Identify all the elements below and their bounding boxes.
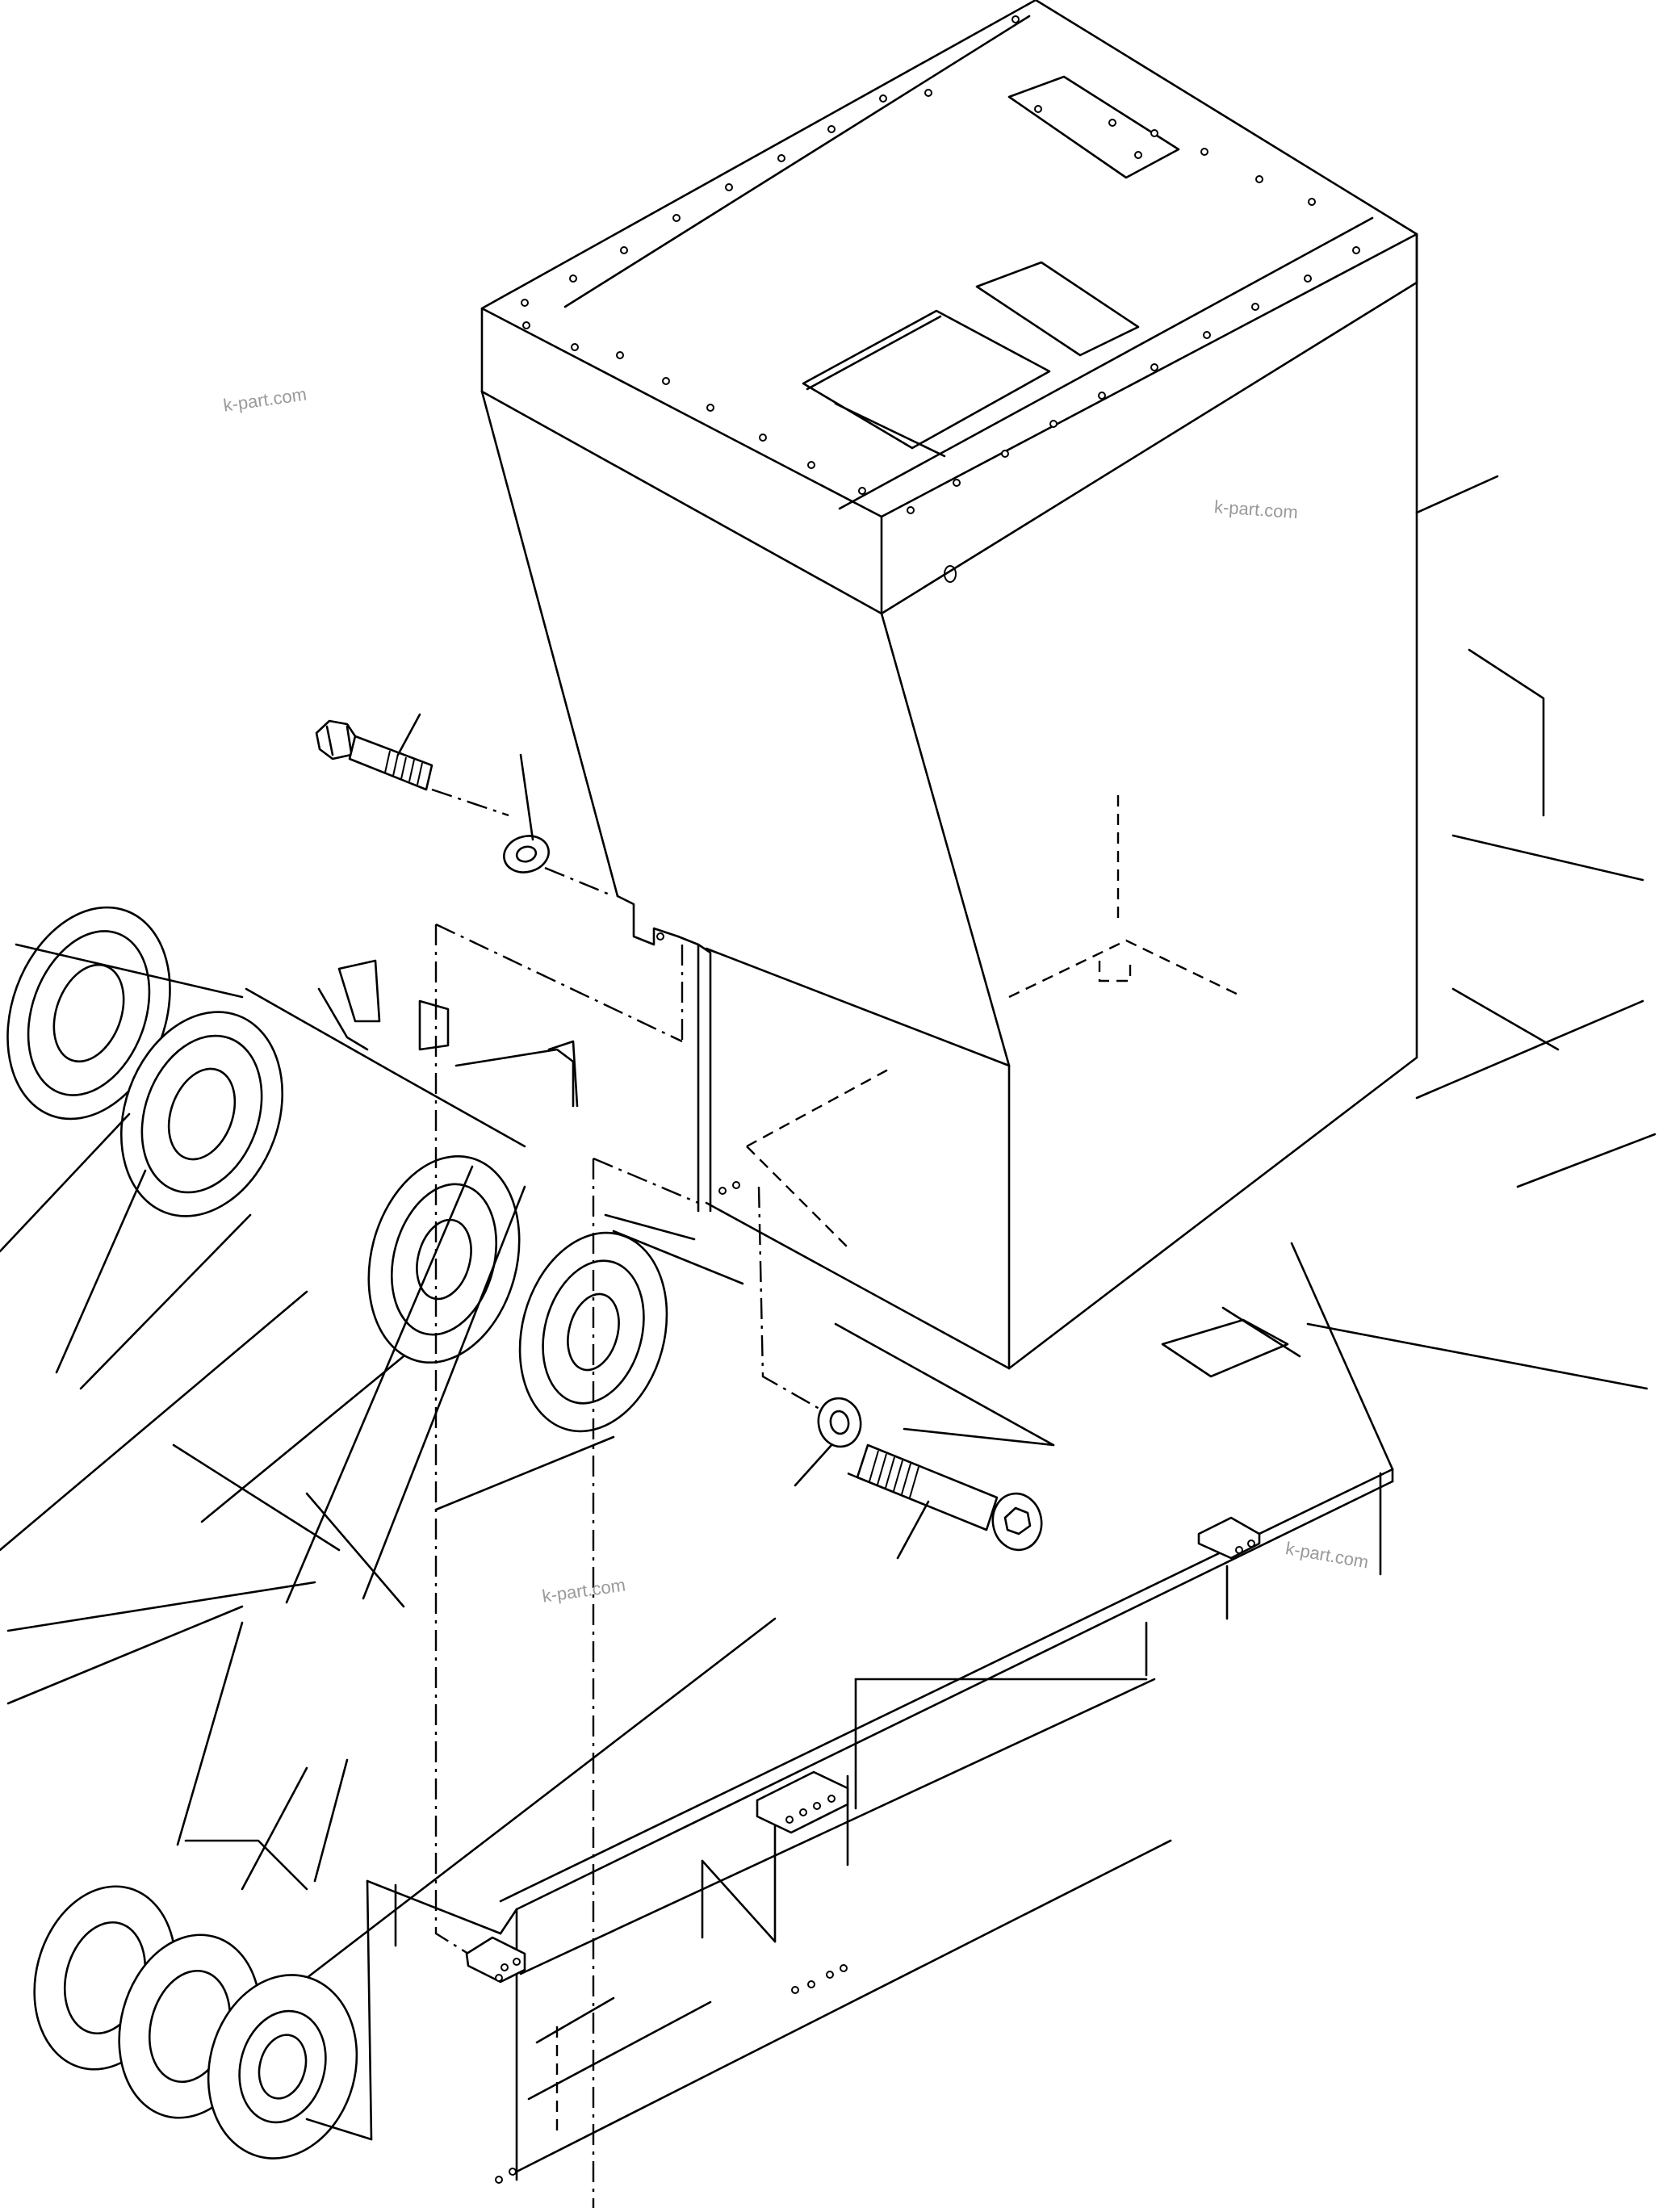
frame-deck-lines — [834, 475, 1657, 1447]
beam-brackets — [465, 1516, 1261, 2184]
assembly-centerlines — [431, 788, 858, 2208]
washer-lower — [794, 1397, 862, 1487]
cabinet — [480, 0, 1418, 1370]
base-plate — [6, 1242, 1394, 1979]
cabinet-lower-holes — [656, 932, 740, 1195]
linkage-arms — [0, 906, 744, 2160]
long-beam — [515, 1678, 1172, 2181]
hex-bolt-upper — [315, 713, 434, 791]
cabinet-top-holes — [521, 15, 1360, 514]
washer-upper — [503, 753, 550, 873]
socket-bolt-lower — [856, 1443, 1043, 1560]
